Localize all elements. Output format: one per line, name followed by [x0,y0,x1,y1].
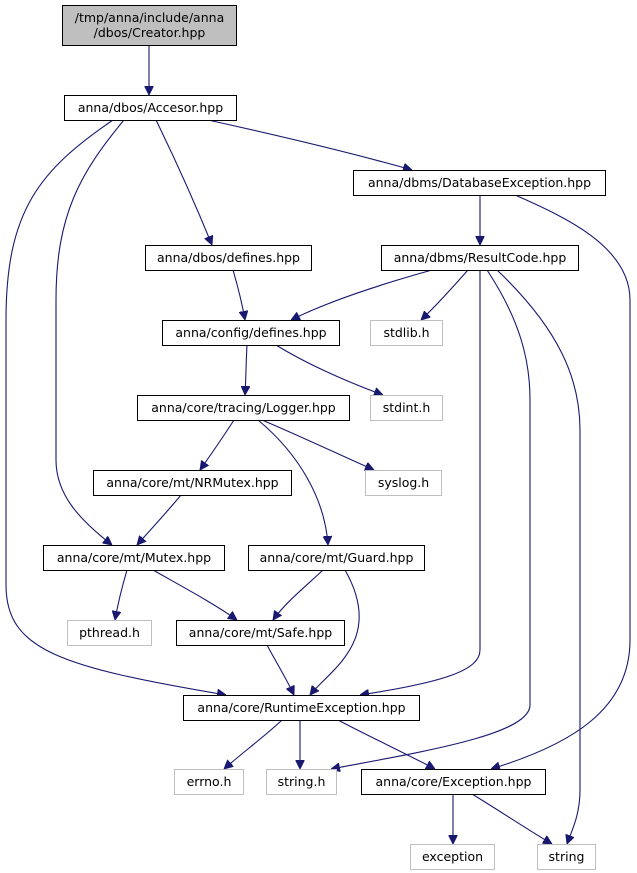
node-box [370,320,443,346]
node-label: anna/dbms/DatabaseException.hpp [368,175,591,190]
node-label: pthread.h [79,625,140,640]
node-box [381,245,579,271]
node-box [162,320,340,346]
node-stringh: string.h [266,769,337,795]
edge-dbos_defines-to-config_defines [232,269,245,320]
node-box [370,395,443,421]
edge-runtime-to-errno [224,719,283,769]
edge-accesor-to-mutex [55,119,125,545]
node-guard[interactable]: anna/core/mt/Guard.hpp [248,545,425,571]
node-dbexception[interactable]: anna/dbms/DatabaseException.hpp [353,170,606,196]
edge-mutex-to-safe [152,569,237,620]
node-box [62,5,237,46]
edge-resultcode-to-stdlib [421,269,469,320]
node-box [93,470,292,496]
node-label: anna/dbos/defines.hpp [157,250,300,265]
edge-exception_hpp-to-string_std [471,793,552,844]
node-logger[interactable]: anna/core/tracing/Logger.hpp [137,395,350,421]
edge-config_defines-to-logger [245,344,247,395]
node-label: exception [422,849,483,864]
node-label: anna/core/mt/Guard.hpp [260,550,414,565]
node-stdint: stdint.h [370,395,443,421]
node-box [248,545,425,571]
edge-dbexception-to-exception_hpp [491,194,631,769]
node-label: anna/core/mt/Safe.hpp [189,625,332,640]
node-label: stdlib.h [383,325,429,340]
node-box [361,769,546,795]
node-safe[interactable]: anna/core/mt/Safe.hpp [176,620,345,646]
node-box [145,245,312,271]
edge-runtime-to-exception_hpp [337,719,435,770]
node-box [176,620,345,646]
node-runtime[interactable]: anna/core/RuntimeException.hpp [183,695,420,721]
edge-config_defines-to-stdint [275,344,383,395]
nodes-layer: /tmp/anna/include/anna/dbos/Creator.hpp a… [43,5,606,870]
edge-logger-to-nrmutex [200,419,235,470]
node-box [365,470,442,496]
node-box [64,95,237,121]
edge-mutex-to-pthread [115,569,128,620]
node-box [183,695,420,721]
node-label: anna/core/mt/NRMutex.hpp [106,475,278,490]
node-string-std: string [537,844,596,870]
node-label: /dbos/Creator.hpp [94,25,206,40]
node-label: stdint.h [383,400,431,415]
node-accesor[interactable]: anna/dbos/Accesor.hpp [64,95,237,121]
node-pthread: pthread.h [67,620,152,646]
edge-safe-to-runtime [266,644,294,695]
node-label: anna/dbms/ResultCode.hpp [394,250,567,265]
node-dbos-defines[interactable]: anna/dbos/defines.hpp [145,245,312,271]
node-stdlib: stdlib.h [370,320,443,346]
edge-resultcode-to-string_std [496,269,581,844]
node-box [410,844,495,870]
node-label: /tmp/anna/include/anna [75,10,224,25]
node-errno: errno.h [174,769,244,795]
node-label: anna/core/RuntimeException.hpp [197,700,405,715]
node-exception-hpp[interactable]: anna/core/Exception.hpp [361,769,546,795]
node-box [353,170,606,196]
node-label: syslog.h [378,475,429,490]
edges-layer [5,45,631,844]
edge-logger-to-guard [257,419,328,545]
node-label: anna/core/tracing/Logger.hpp [151,400,336,415]
edge-guard-to-safe [273,569,324,620]
node-box [43,545,225,571]
edge-accesor-to-dbexception [207,119,412,170]
node-mutex[interactable]: anna/core/mt/Mutex.hpp [43,545,225,571]
node-box [174,769,244,795]
node-creator[interactable]: /tmp/anna/include/anna/dbos/Creator.hpp [62,5,237,46]
node-label: anna/dbos/Accesor.hpp [78,100,223,115]
edge-nrmutex-to-mutex [137,494,182,545]
node-box [67,620,152,646]
node-label: string.h [278,774,326,789]
edge-guard-to-runtime [310,569,360,695]
node-label: anna/core/mt/Mutex.hpp [57,550,211,565]
node-syslog: syslog.h [365,470,442,496]
node-nrmutex[interactable]: anna/core/mt/NRMutex.hpp [93,470,292,496]
edge-accesor-to-dbos_defines [155,119,212,245]
node-box [266,769,337,795]
edge-logger-to-syslog [261,419,374,470]
node-config-defines[interactable]: anna/config/defines.hpp [162,320,340,346]
node-resultcode[interactable]: anna/dbms/ResultCode.hpp [381,245,579,271]
node-label: anna/config/defines.hpp [175,325,326,340]
edge-resultcode-to-stringh [331,269,531,769]
node-box [537,844,596,870]
node-exception-std: exception [410,844,495,870]
node-label: anna/core/Exception.hpp [376,774,532,789]
edge-resultcode-to-runtime [360,270,481,695]
node-label: errno.h [187,774,232,789]
edge-accesor-to-runtime [5,119,226,695]
node-box [137,395,350,421]
node-label: string [549,849,585,864]
edge-resultcode-to-config_defines [291,269,433,321]
